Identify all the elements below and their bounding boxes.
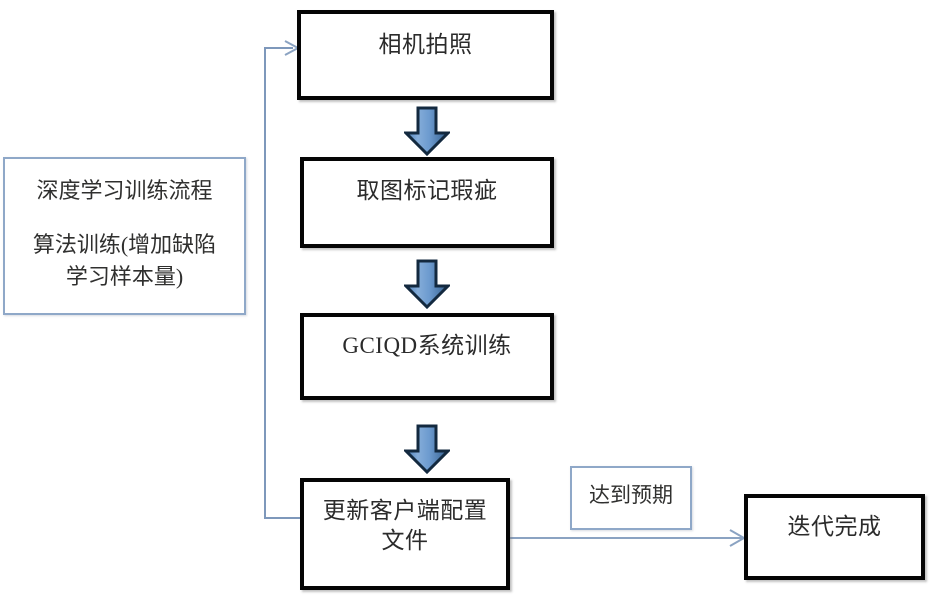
step-4-label: 更新客户端配置 文件	[322, 498, 488, 554]
step-2-label: 取图标记瑕疵	[356, 178, 498, 203]
step-box-update-client-config[interactable]: 更新客户端配置 文件	[300, 478, 510, 590]
step-1-label: 相机拍照	[378, 32, 473, 57]
terminal-box-iteration-complete[interactable]: 迭代完成	[744, 494, 925, 580]
step-box-gciqd-system-training[interactable]: GCIQD系统训练	[300, 313, 554, 400]
info-box-training-process: 深度学习训练流程 算法训练(增加缺陷 学习样本量)	[3, 157, 246, 315]
condition-note-meets-expectation: 达到预期	[570, 466, 692, 530]
condition-note-label: 达到预期	[589, 483, 673, 507]
info-box-line-2: 算法训练(增加缺陷 学习样本量)	[32, 232, 217, 289]
terminal-label: 迭代完成	[787, 514, 882, 539]
flow-arrow-3-icon	[404, 424, 450, 474]
step-box-capture-label-defects[interactable]: 取图标记瑕疵	[300, 157, 554, 248]
flow-arrow-2-icon	[404, 259, 450, 309]
feedback-loop-connector	[264, 40, 301, 519]
step-box-camera-capture[interactable]: 相机拍照	[297, 10, 554, 100]
info-box-line-1: 深度学习训练流程	[36, 178, 213, 203]
step-3-label: GCIQD系统训练	[342, 333, 512, 358]
flow-arrow-1-icon	[404, 106, 450, 156]
